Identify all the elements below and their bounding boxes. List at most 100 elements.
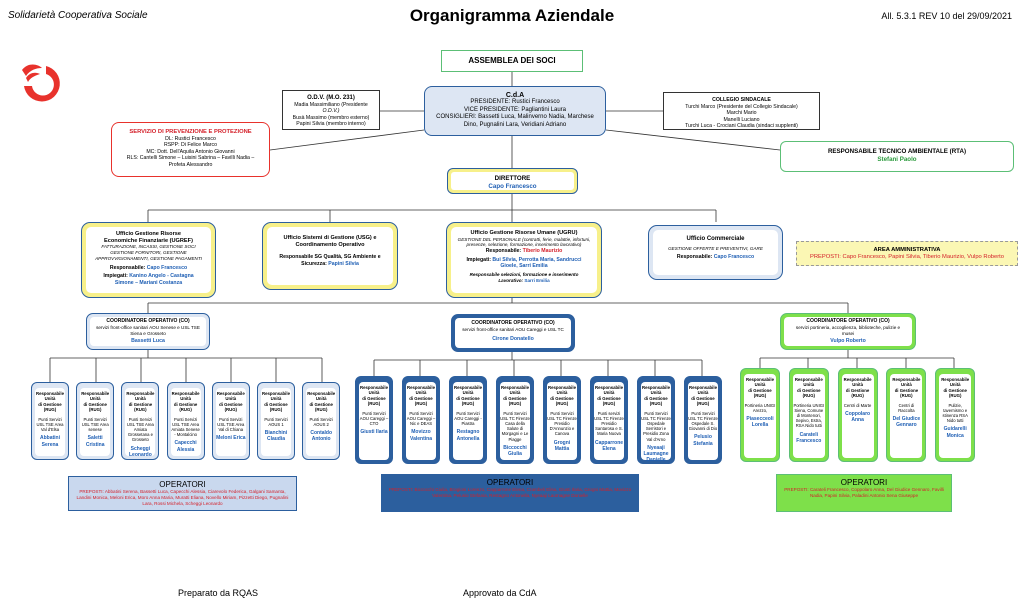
rug-desc: Punti servizi USL TC Firenze Presidio Sa… <box>594 410 624 437</box>
rug-title-line: Responsabile <box>36 391 64 396</box>
direttore-box: DIRETTORE Capo Francesco <box>447 168 578 194</box>
rug-title-line: Unità <box>509 390 521 396</box>
rug-title-line: Responsabile <box>595 385 623 390</box>
rug-title-line: (RUG) <box>802 393 815 399</box>
rug-title-line: (RUG) <box>314 407 328 413</box>
rug-title-line: (RUG) <box>948 393 962 399</box>
rug-title-line: (RUG) <box>900 393 913 399</box>
rug-desc: Punti Servizi USL TSE Area Amiata Senese… <box>171 416 200 438</box>
usg-title-1: Ufficio Sistemi di Gestione (USG) e <box>283 235 377 241</box>
rug-title-line: di Gestione <box>309 401 333 407</box>
rug-title-line: di Gestione <box>748 387 772 393</box>
ugru-sel-label: Lavorativo: <box>498 277 524 283</box>
rug-title-line: di Gestione <box>503 395 527 401</box>
ugref-desc-3: APPROVVIGIONAMENTI, GESTIONE PAGAMENTI <box>95 255 202 261</box>
rug-title-line: Responsabile <box>794 377 823 382</box>
rug-desc: Centri di Marte <box>843 402 872 408</box>
collegio-line-2: Marchi Mario <box>726 110 757 117</box>
rug-name: Abbatini Serena <box>40 435 60 448</box>
rug-name: Giusti Ilaria <box>360 429 388 436</box>
rug-title-line: di Gestione <box>128 401 153 407</box>
ugref-title-1: Ufficio Gestione Risorse <box>116 231 181 237</box>
rug-name: Bianchini Claudia <box>264 430 288 443</box>
rug-title-line: di Gestione <box>845 387 870 393</box>
rug-title-line: di Gestione <box>691 395 715 401</box>
rug-title-line: Responsabile <box>216 391 245 396</box>
ugref-imp-label: Impiegati: <box>103 273 128 280</box>
rug-title-line: Responsabile <box>548 385 576 390</box>
rug-title-line: (RUG) <box>43 407 57 413</box>
rug-title-line: Unità <box>270 396 282 402</box>
rug-title-line: (RUG) <box>269 407 283 413</box>
rug-title-line: Unità <box>754 382 766 388</box>
ugru-desc-2: presenze, selezione, formazione, inserim… <box>466 242 582 248</box>
rug-desc: Punti Servizi AOU Careggi – Nic e DEAS <box>406 410 436 427</box>
rug-title-line: Responsabile <box>892 377 921 382</box>
operatori-siena-text: PREPOSTI: Abbatini Serena, Bassetti Luca… <box>76 489 289 506</box>
rug-title-line: Responsabile <box>501 385 529 390</box>
rug-title-line: (RUG) <box>851 393 864 399</box>
page-title: Organigramma Aziendale <box>409 6 615 25</box>
direttore-title: DIRETTORE <box>494 175 531 182</box>
operatori-box-siena: OPERATORI PREPOSTI: Abbatini Serena, Bas… <box>68 476 297 511</box>
rug-title-line: Responsabile <box>307 391 336 396</box>
spp-line-3: MC: Dott. Dell'Aquila Antonio Giovanni <box>146 148 235 155</box>
odv-line-1: Madia Massimiliano (Presidente <box>294 101 368 108</box>
operatori-portineria-text: PREPOSTI: Carateli Francesco, Coppolaro … <box>784 487 944 498</box>
spp-line-4: RLS: Cantelli Simone – Luisini Sabrina –… <box>126 155 255 162</box>
co-siena-desc-2: Siena e Grosseto <box>130 330 166 336</box>
rug-desc: Punti Servizi AOUS 2 <box>309 416 333 427</box>
ugru-sel-name: Sarri Emilia <box>524 277 550 283</box>
operatori-portineria-title: OPERATORI <box>840 478 888 487</box>
area-amm-text: PREPOSTI: Capo Francesco, Papini Silvia,… <box>809 254 1005 261</box>
assemblea-label: ASSEMBLEA DEI SOCI <box>468 56 556 65</box>
rug-title-line: (RUG) <box>414 401 428 407</box>
rug-title-line: (RUG) <box>508 401 522 407</box>
rug-name: Pelusio Stefania <box>693 434 713 447</box>
rug-title-line: Unità <box>135 396 146 402</box>
rug-title-line: Unità <box>315 396 327 402</box>
rug-title-line: di Gestione <box>219 401 243 407</box>
ugref-desc-1: FATTURAZIONE, INCASSI, GESTIONE SOCI <box>101 244 196 250</box>
rug-title-line: (RUG) <box>367 401 381 407</box>
rug-title-line: Responsabile <box>81 391 110 396</box>
co-portineria-title: COORDINATORE OPERATIVO (CO) <box>806 318 890 324</box>
rug-title-line: (RUG) <box>602 401 616 407</box>
rug-title-line: Unità <box>803 382 815 388</box>
rug-title-line: Unità <box>368 390 380 396</box>
rug-title-line: Responsabile <box>126 391 155 396</box>
spp-line-5: Profeta Alessandro <box>168 161 213 168</box>
rug-desc: Punti Servizi USL TC Firenze Casa della … <box>500 410 530 442</box>
area-amministrativa-box: AREA AMMINISTRATIVA PREPOSTI: Capo Franc… <box>796 241 1018 266</box>
operatori-careggi-title: OPERATORI <box>486 478 534 487</box>
rug-title-line: Responsabile <box>941 377 970 382</box>
co-box-portineria: COORDINATORE OPERATIVO (CO) servizi port… <box>780 313 916 350</box>
rug-name: Piasecceoli Lorella <box>746 416 774 429</box>
rta-box: RESPONSABILE TECNICO AMBIENTALE (RTA) St… <box>780 141 1014 172</box>
co-careggi-title: COORDINATORE OPERATIVO (CO) <box>471 320 555 326</box>
rug-name: Meloni Erica <box>216 435 246 442</box>
commerciale-resp-label: Responsabile: <box>676 254 713 261</box>
rug-title-line: (RUG) <box>555 401 569 407</box>
ugru-imp-2: Gioele, Sarri Emilia <box>500 263 548 270</box>
rug-title-line: di Gestione <box>264 401 288 407</box>
ugru-desc-1: GESTIONE DEL PERSONALE (contratti, ferie… <box>457 236 591 242</box>
